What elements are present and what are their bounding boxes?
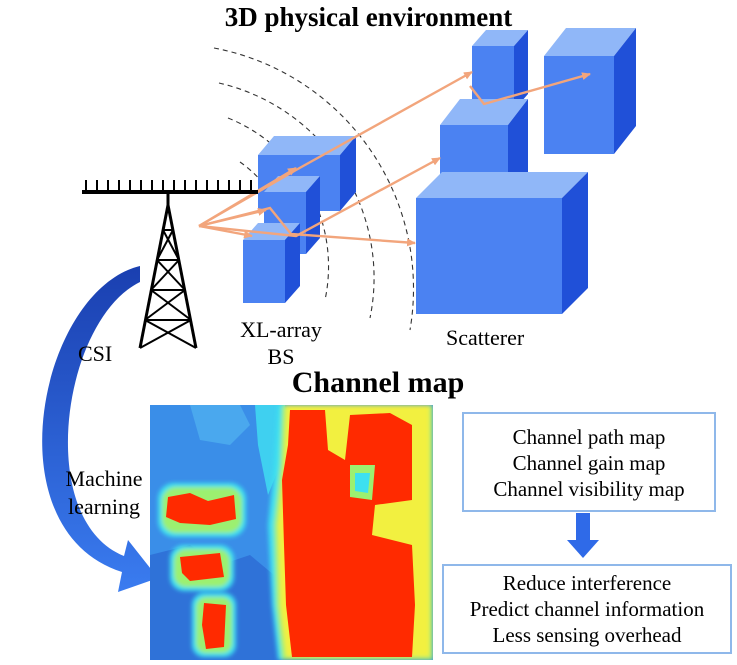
- map-type-item: Channel gain map: [512, 451, 666, 475]
- channel-map-heatmap: [150, 405, 433, 660]
- bs-label-line-2: BS: [267, 344, 295, 369]
- high-gain-region-right: [282, 410, 415, 657]
- bs-block-front: [243, 223, 300, 303]
- map-types-box: Channel path map Channel gain map Channe…: [462, 412, 716, 512]
- scatterer-block-top-right: [544, 28, 636, 154]
- xl-array-bs-label: XL-array BS: [222, 316, 340, 370]
- physical-environment-title: 3D physical environment: [224, 2, 513, 32]
- benefit-item: Less sensing overhead: [492, 623, 682, 647]
- down-arrow-icon: [567, 513, 599, 558]
- benefit-item: Predict channel information: [469, 597, 705, 621]
- csi-label: CSI: [78, 341, 113, 366]
- benefits-box: Reduce interference Predict channel info…: [442, 564, 732, 654]
- machine-learning-label: Machine learning: [52, 465, 156, 521]
- high-gain-region-left-3: [202, 603, 226, 649]
- benefit-item: Reduce interference: [502, 571, 672, 595]
- bs-label-line-1: XL-array: [240, 317, 322, 342]
- propagation-rays: [198, 70, 591, 247]
- csi-feedback-arrow: [42, 266, 158, 592]
- ml-label-line-1: Machine: [65, 466, 143, 491]
- map-type-item: Channel path map: [512, 425, 666, 449]
- high-gain-region-left-2: [180, 553, 224, 581]
- high-gain-region-left-1: [166, 493, 236, 525]
- ml-label-line-2: learning: [67, 494, 141, 519]
- scatterer-block-large: [416, 172, 588, 314]
- base-station-tower: [82, 180, 258, 349]
- map-type-item: Channel visibility map: [493, 477, 685, 501]
- scatterer-label: Scatterer: [446, 325, 525, 350]
- channel-map-title: Channel map: [291, 366, 465, 399]
